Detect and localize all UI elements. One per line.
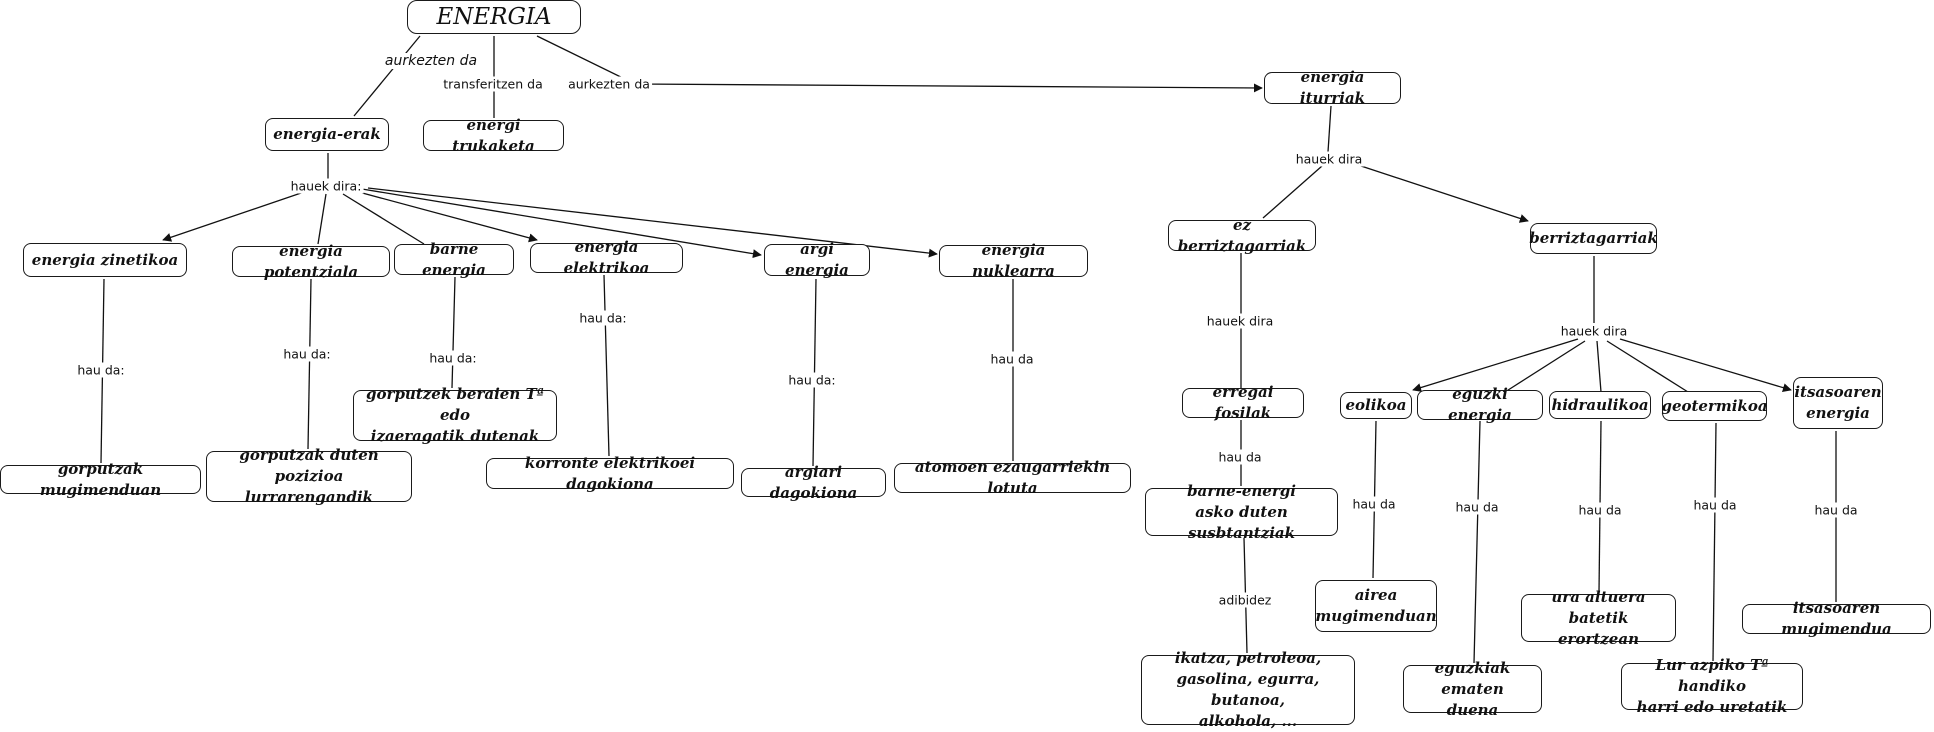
node-ura-altuera[interactable]: ura altuera batetik erortzean	[1521, 588, 1676, 648]
node-energia-zinetikoa[interactable]: energia zinetikoa	[23, 243, 187, 277]
link-label-hau-da: hau da:	[786, 372, 838, 388]
link-label-hau-da: hau da	[1812, 502, 1860, 518]
connector-line	[317, 193, 327, 245]
connector-line	[367, 187, 938, 258]
node-energia-potentziala[interactable]: energia potentziala	[232, 242, 390, 281]
connector-line	[1606, 340, 1689, 393]
node-argiari-dagokiona[interactable]: argiari dagokiona	[741, 463, 886, 502]
node-lur-azpiko[interactable]: Lur azpiko Tª handiko harri edo uretatik	[1621, 656, 1803, 716]
link-label-adibidez: adibidez	[1216, 592, 1274, 608]
connector-line	[451, 276, 456, 389]
link-label-hau-da: hau da:	[75, 362, 127, 378]
node-gorputzek-beraien-t[interactable]: gorputzek beraien Tª edo izaeragatik dut…	[353, 385, 557, 445]
link-label-hau-da: hau da	[1691, 497, 1739, 513]
connector-line	[353, 35, 421, 117]
node-geotermikoa[interactable]: geotermikoa	[1661, 391, 1768, 421]
node-berriztagarriak[interactable]: berriztagarriak	[1529, 223, 1658, 254]
connector-line	[342, 193, 425, 245]
node-barne-energia[interactable]: barne energia	[394, 240, 514, 279]
node-ez-berriztagarriak[interactable]: ez berriztagarriak	[1168, 216, 1316, 255]
node-gorputzak-mugimenduan[interactable]: gorputzak mugimenduan	[0, 460, 201, 499]
node-energia[interactable]: ENERGIA	[407, 0, 581, 34]
node-ikatza-petroleoa[interactable]: ikatza, petroleoa, gasolina, egurra, but…	[1141, 649, 1355, 730]
connector-line	[1473, 420, 1481, 664]
link-label-hauek-dira: hauek dira	[1204, 313, 1276, 329]
connector-line	[354, 190, 538, 243]
link-label-hauek-dira: hauek dira	[1293, 151, 1365, 167]
connector-line	[1596, 340, 1602, 393]
link-label-hau-da: hau da	[1576, 502, 1624, 518]
node-erregai-fosilak[interactable]: erregai fosilak	[1182, 383, 1304, 422]
node-airea-mugimenduan[interactable]: airea mugimenduan	[1315, 580, 1437, 632]
connector-line	[162, 191, 305, 242]
connector-line	[1504, 340, 1586, 393]
node-eguzki-energia[interactable]: eguzki energia	[1417, 385, 1543, 424]
link-label-hauek-dira: hauek dira	[1558, 323, 1630, 339]
link-label-hau-da: hau da:	[427, 350, 479, 366]
link-label-hau-da: hau da:	[577, 310, 629, 326]
node-gorputzak-duten-pozizioa[interactable]: gorputzak duten pozizioa lurrarengandik	[206, 446, 412, 506]
node-eolikoa[interactable]: eolikoa	[1340, 392, 1412, 419]
link-label-hauek-dira: hauek dira:	[288, 178, 364, 194]
link-label-hau-da: hau da	[1216, 449, 1264, 465]
node-energia-iturriak[interactable]: energia iturriak	[1264, 68, 1401, 107]
node-energia-nuklearra[interactable]: energia nuklearra	[939, 241, 1088, 280]
node-argi-energia[interactable]: argi energia	[764, 240, 870, 279]
connector-line	[307, 278, 312, 450]
node-hidraulikoa[interactable]: hidraulikoa	[1549, 391, 1651, 419]
connector-line	[1412, 338, 1579, 392]
link-label-hau-da: hau da	[988, 351, 1036, 367]
connector-line	[1262, 165, 1323, 219]
link-label-aurkezten-da: aurkezten da	[566, 76, 652, 92]
node-energia-elektrikoa[interactable]: energia elektrikoa	[530, 238, 683, 277]
link-label-hau-da: hau da	[1453, 499, 1501, 515]
link-label-hau-da: hau da:	[281, 346, 333, 362]
link-label-hau-da: hau da	[1350, 496, 1398, 512]
node-atomoen-ezaugarriekin[interactable]: atomoen ezaugarriekin lotuta	[894, 458, 1131, 497]
node-energia-erak[interactable]: energia-erak	[265, 118, 389, 151]
connector-line	[603, 274, 610, 457]
node-itsasoaren-mugimendua[interactable]: itsasoaren mugimendua	[1742, 599, 1931, 638]
node-barne-energi-susbtantziak[interactable]: barne-energi asko duten susbtantziak	[1145, 482, 1338, 542]
link-label-transferitzen-da: transferitzen da	[441, 76, 545, 92]
node-korronte-elektrikoei[interactable]: korronte elektrikoei dagokiona	[486, 454, 734, 493]
connector-line	[1327, 105, 1332, 153]
node-eguzkiak-ematen-duena[interactable]: eguzkiak ematen duena	[1403, 659, 1542, 719]
node-itsasoaren-energia[interactable]: itsasoaren energia	[1793, 377, 1883, 429]
connector-line	[1712, 422, 1717, 662]
node-energi-trukaketa[interactable]: energi trukaketa	[423, 116, 564, 155]
connector-line	[1619, 338, 1792, 392]
connector-line	[361, 188, 762, 259]
link-label-aurkezten-da: aurkezten da	[382, 53, 480, 69]
connector-line	[1357, 164, 1529, 223]
